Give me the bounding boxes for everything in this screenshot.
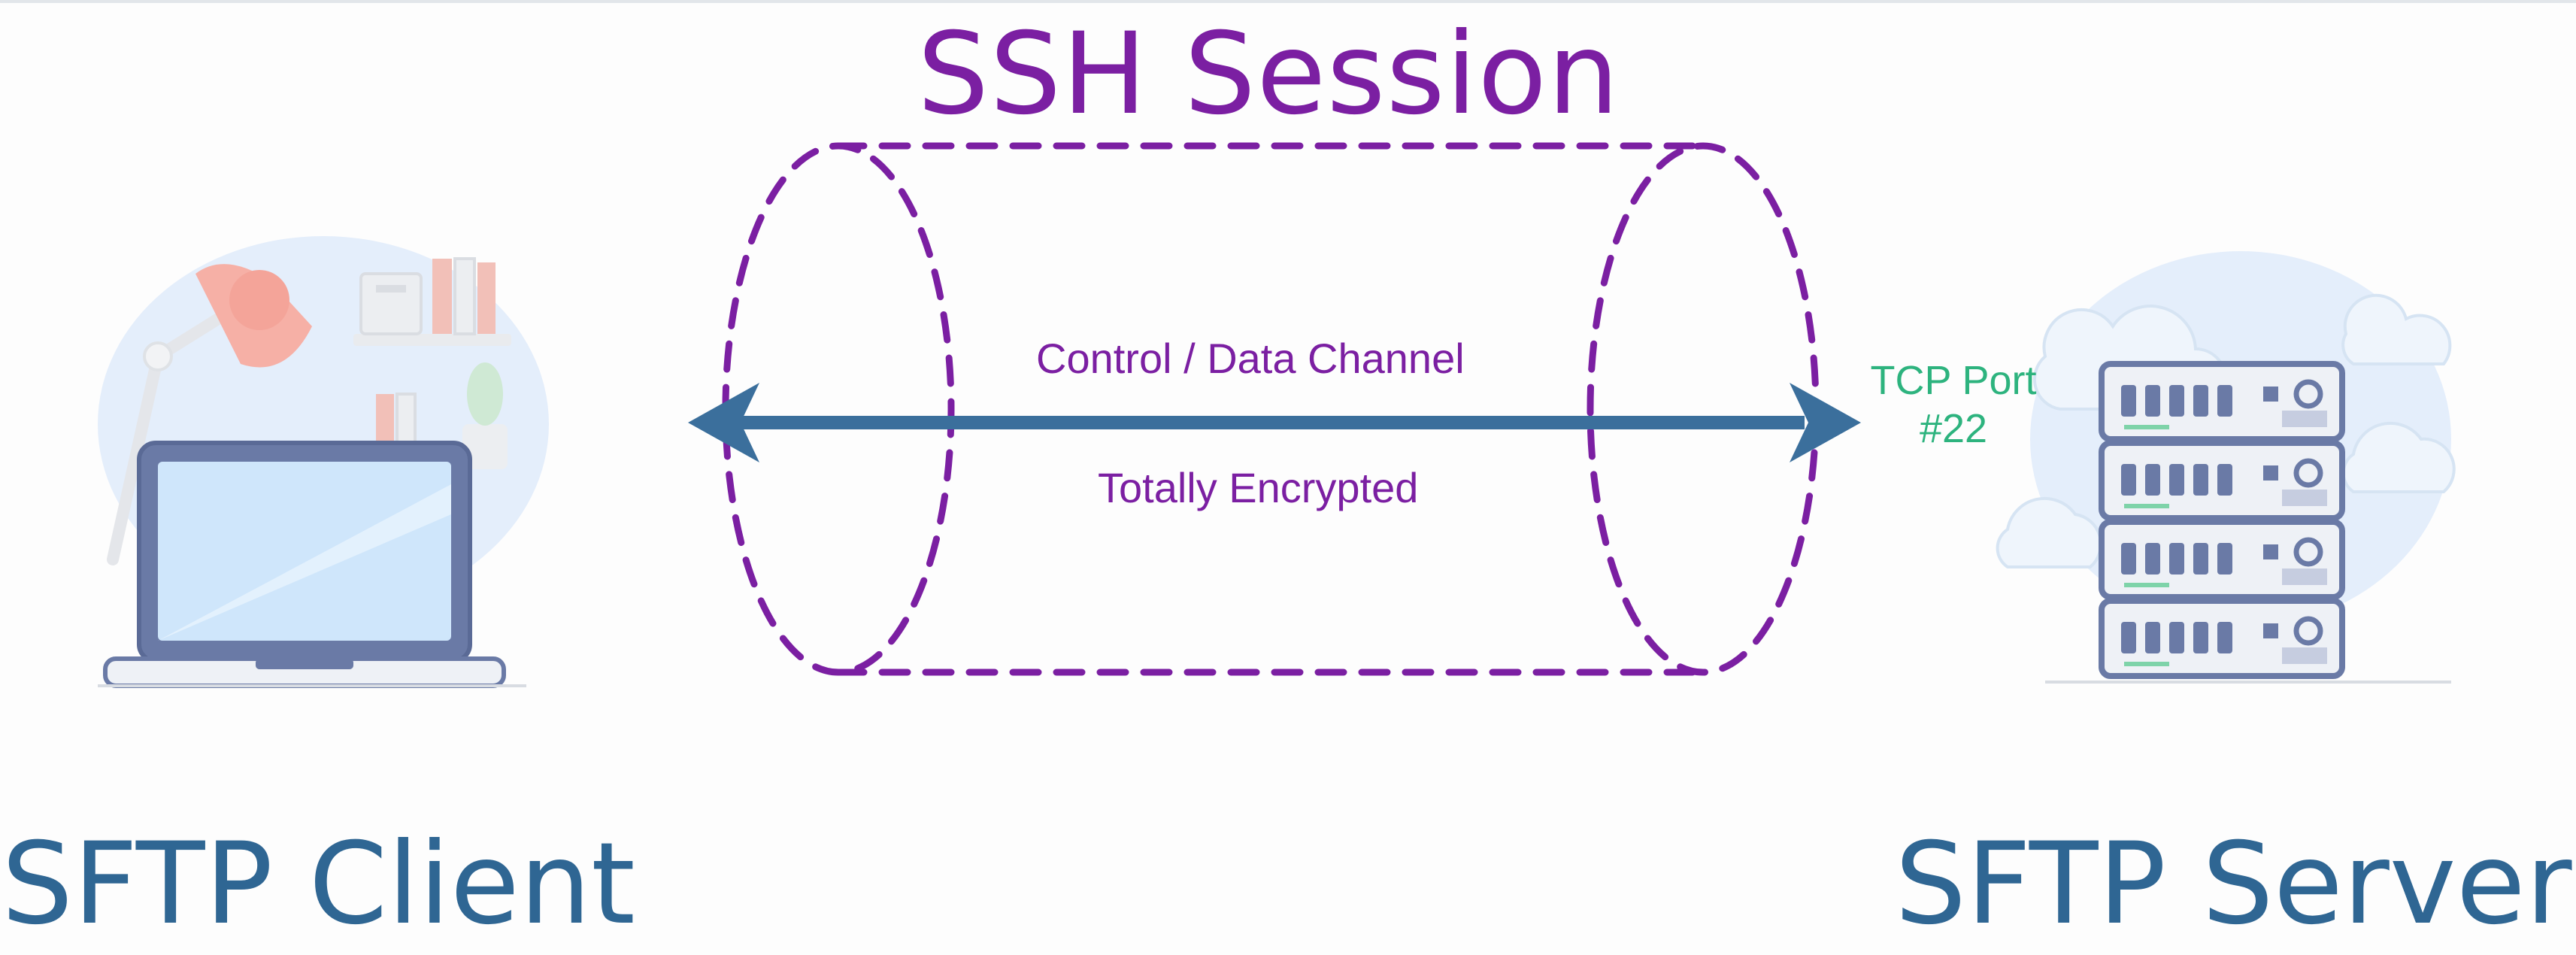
tunnel-left-end xyxy=(722,142,955,676)
cloud-icon xyxy=(1996,293,2456,568)
arrowhead-right-icon xyxy=(1790,383,1861,462)
channel-label: Control / Data Channel xyxy=(1036,335,1465,382)
shelf-icon xyxy=(353,257,511,469)
tunnel-right-end xyxy=(1587,142,1820,676)
arrowhead-left-icon xyxy=(688,383,759,462)
server-illustration xyxy=(1996,251,2456,684)
desk-lamp-icon xyxy=(107,264,312,565)
session-title: SSH Session xyxy=(917,9,1620,140)
port-label: TCP Port #22 xyxy=(1856,356,2051,453)
client-illustration xyxy=(98,236,549,688)
diagram-graphics xyxy=(98,142,2456,688)
server-label: SFTP Server xyxy=(1895,819,2572,950)
encryption-label: Totally Encrypted xyxy=(1098,464,1419,511)
port-label-line2: #22 xyxy=(1919,406,1988,451)
client-label: SFTP Client xyxy=(2,819,635,950)
server-rack-icon xyxy=(2045,361,2451,684)
laptop-icon xyxy=(98,441,526,688)
port-label-line1: TCP Port xyxy=(1870,358,2037,403)
ssh-tunnel-shape xyxy=(722,142,1820,676)
bidirectional-arrow xyxy=(688,383,1861,462)
